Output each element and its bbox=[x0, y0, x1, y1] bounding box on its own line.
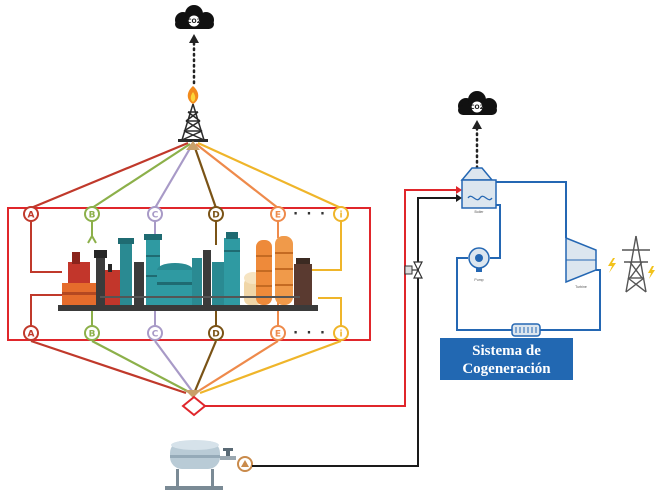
line-i-to-flare bbox=[197, 141, 342, 210]
top-node-e: E bbox=[270, 206, 286, 222]
top-node-b-label: B bbox=[89, 211, 96, 221]
refinery-frame bbox=[7, 207, 371, 341]
line-c-to-flare bbox=[154, 144, 193, 209]
bottom-node-a: A bbox=[23, 325, 39, 341]
power-tower-icon bbox=[608, 235, 655, 293]
top-node-c-label: C bbox=[152, 211, 159, 221]
bottom-node-c-label: C bbox=[152, 330, 159, 340]
bottom-node-e: E bbox=[270, 325, 286, 341]
bottom-node-d: D bbox=[208, 325, 224, 341]
co2-cloud-icon: CO2 bbox=[458, 91, 497, 115]
co2-label-right: CO2 bbox=[470, 104, 484, 111]
line-c-to-mixer bbox=[154, 340, 193, 392]
dotted-arrow-left bbox=[189, 34, 199, 85]
flare-stack-icon bbox=[178, 86, 208, 142]
fuel-line bbox=[252, 197, 458, 467]
bottom-node-b-label: B bbox=[89, 330, 96, 340]
pump-icon: Pump bbox=[468, 247, 490, 282]
refinery-plant-icon bbox=[58, 232, 318, 311]
co2-cloud-right: CO2 bbox=[458, 91, 497, 115]
line-e-to-mixer bbox=[196, 340, 279, 393]
top-node-a-label: A bbox=[28, 211, 35, 221]
top-ellipsis: · · · bbox=[293, 207, 327, 222]
bottom-node-d-label: D bbox=[212, 330, 219, 340]
cogeneration-system-box: Sistema de Cogeneración bbox=[440, 338, 573, 380]
boiler-label: Boiler bbox=[475, 210, 485, 214]
co2-cloud-left: CO2 bbox=[175, 5, 214, 29]
line-a-to-flare bbox=[30, 141, 189, 210]
pump-label: Pump bbox=[474, 278, 483, 282]
fuel-tank-icon bbox=[165, 440, 253, 490]
water-steam-loop bbox=[456, 181, 601, 331]
bottom-ellipsis: · · · bbox=[293, 326, 327, 341]
line-a-to-mixer bbox=[30, 339, 187, 395]
turbine-label: Turbine bbox=[575, 285, 587, 289]
line-d-to-mixer bbox=[193, 340, 218, 392]
co2-cloud-icon: CO2 bbox=[175, 5, 214, 29]
line-b-to-mixer bbox=[91, 340, 190, 393]
bottom-node-i: i bbox=[333, 325, 349, 341]
dotted-arrow-right bbox=[472, 120, 482, 170]
top-node-e-label: E bbox=[275, 211, 281, 221]
top-nodes: A B C D E · · · i bbox=[23, 206, 349, 222]
line-b-to-flare bbox=[91, 143, 191, 209]
top-node-i-label: i bbox=[339, 211, 342, 221]
cogen-title-line1: Sistema de bbox=[472, 343, 541, 359]
bottom-node-a-label: A bbox=[28, 330, 35, 340]
bottom-node-e-label: E bbox=[275, 330, 281, 340]
flare-feed-lines bbox=[30, 141, 342, 210]
line-d-to-flare bbox=[192, 144, 218, 209]
cogen-title-line2: Cogeneración bbox=[462, 361, 551, 377]
top-node-b: B bbox=[84, 206, 100, 222]
line-i-to-mixer bbox=[199, 339, 342, 395]
top-node-c: C bbox=[147, 206, 163, 222]
boiler-icon: Boiler bbox=[460, 167, 497, 214]
bottom-node-c: C bbox=[147, 325, 163, 341]
control-valve-icon bbox=[404, 261, 423, 279]
heat-exchanger-icon bbox=[511, 323, 541, 337]
top-node-i: i bbox=[333, 206, 349, 222]
line-e-to-flare bbox=[195, 143, 279, 209]
gas-line-to-boiler bbox=[205, 189, 458, 407]
bottom-node-b: B bbox=[84, 325, 100, 341]
mixing-node-icon bbox=[181, 395, 207, 417]
bottom-node-i-label: i bbox=[339, 330, 342, 340]
co2-label-left: CO2 bbox=[187, 18, 201, 25]
top-node-d: D bbox=[208, 206, 224, 222]
mixer-feed-lines bbox=[30, 339, 342, 398]
top-node-a: A bbox=[23, 206, 39, 222]
top-node-d-label: D bbox=[212, 211, 219, 221]
turbine-icon: Turbine bbox=[565, 236, 597, 289]
bottom-nodes: A B C D E · · · i bbox=[23, 325, 349, 341]
